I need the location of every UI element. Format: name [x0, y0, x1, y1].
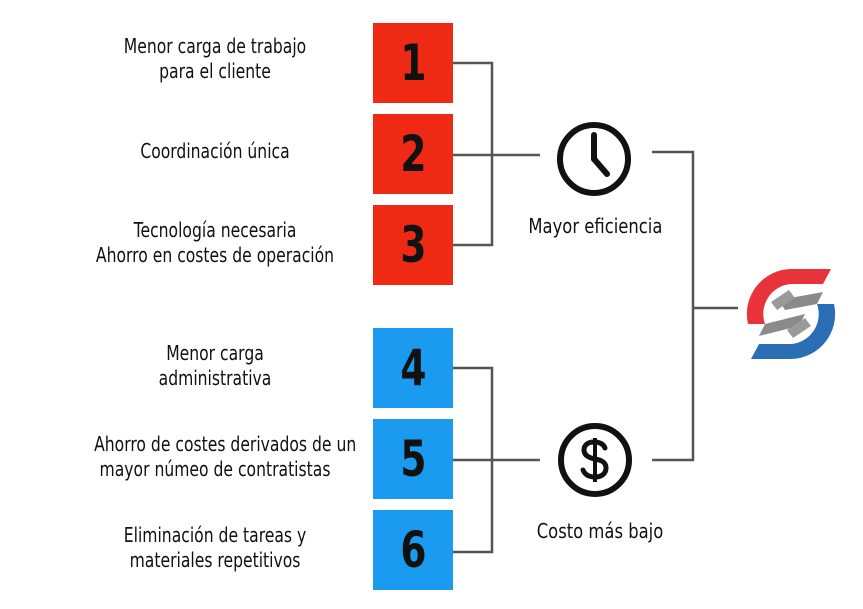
item-label-3: Tecnología necesaria Ahorro en costes de… [95, 218, 335, 267]
bracket-goals [652, 150, 695, 462]
brand-logo-icon [746, 269, 836, 359]
dollar-icon [558, 423, 632, 497]
goal-label-cost: Costo más bajo [536, 519, 664, 543]
clock-icon [557, 122, 631, 196]
number-box-4: 4 [373, 328, 453, 408]
item-label-1: Menor carga de trabajo para el cliente [123, 34, 307, 83]
item-label-5: Ahorro de costes derivados de un mayor n… [94, 432, 357, 481]
number-box-5: 5 [373, 419, 453, 499]
goal-label-efficiency: Mayor eficiencia [528, 214, 663, 238]
item-label-2: Coordinación única [140, 139, 290, 163]
item-label-6: Eliminación de tareas y materiales repet… [123, 523, 307, 572]
item-label-4: Menor carga administrativa [158, 341, 272, 390]
number-box-1: 1 [373, 23, 453, 103]
number-box-2: 2 [373, 114, 453, 194]
number-box-3: 3 [373, 205, 453, 285]
number-box-6: 6 [373, 510, 453, 590]
